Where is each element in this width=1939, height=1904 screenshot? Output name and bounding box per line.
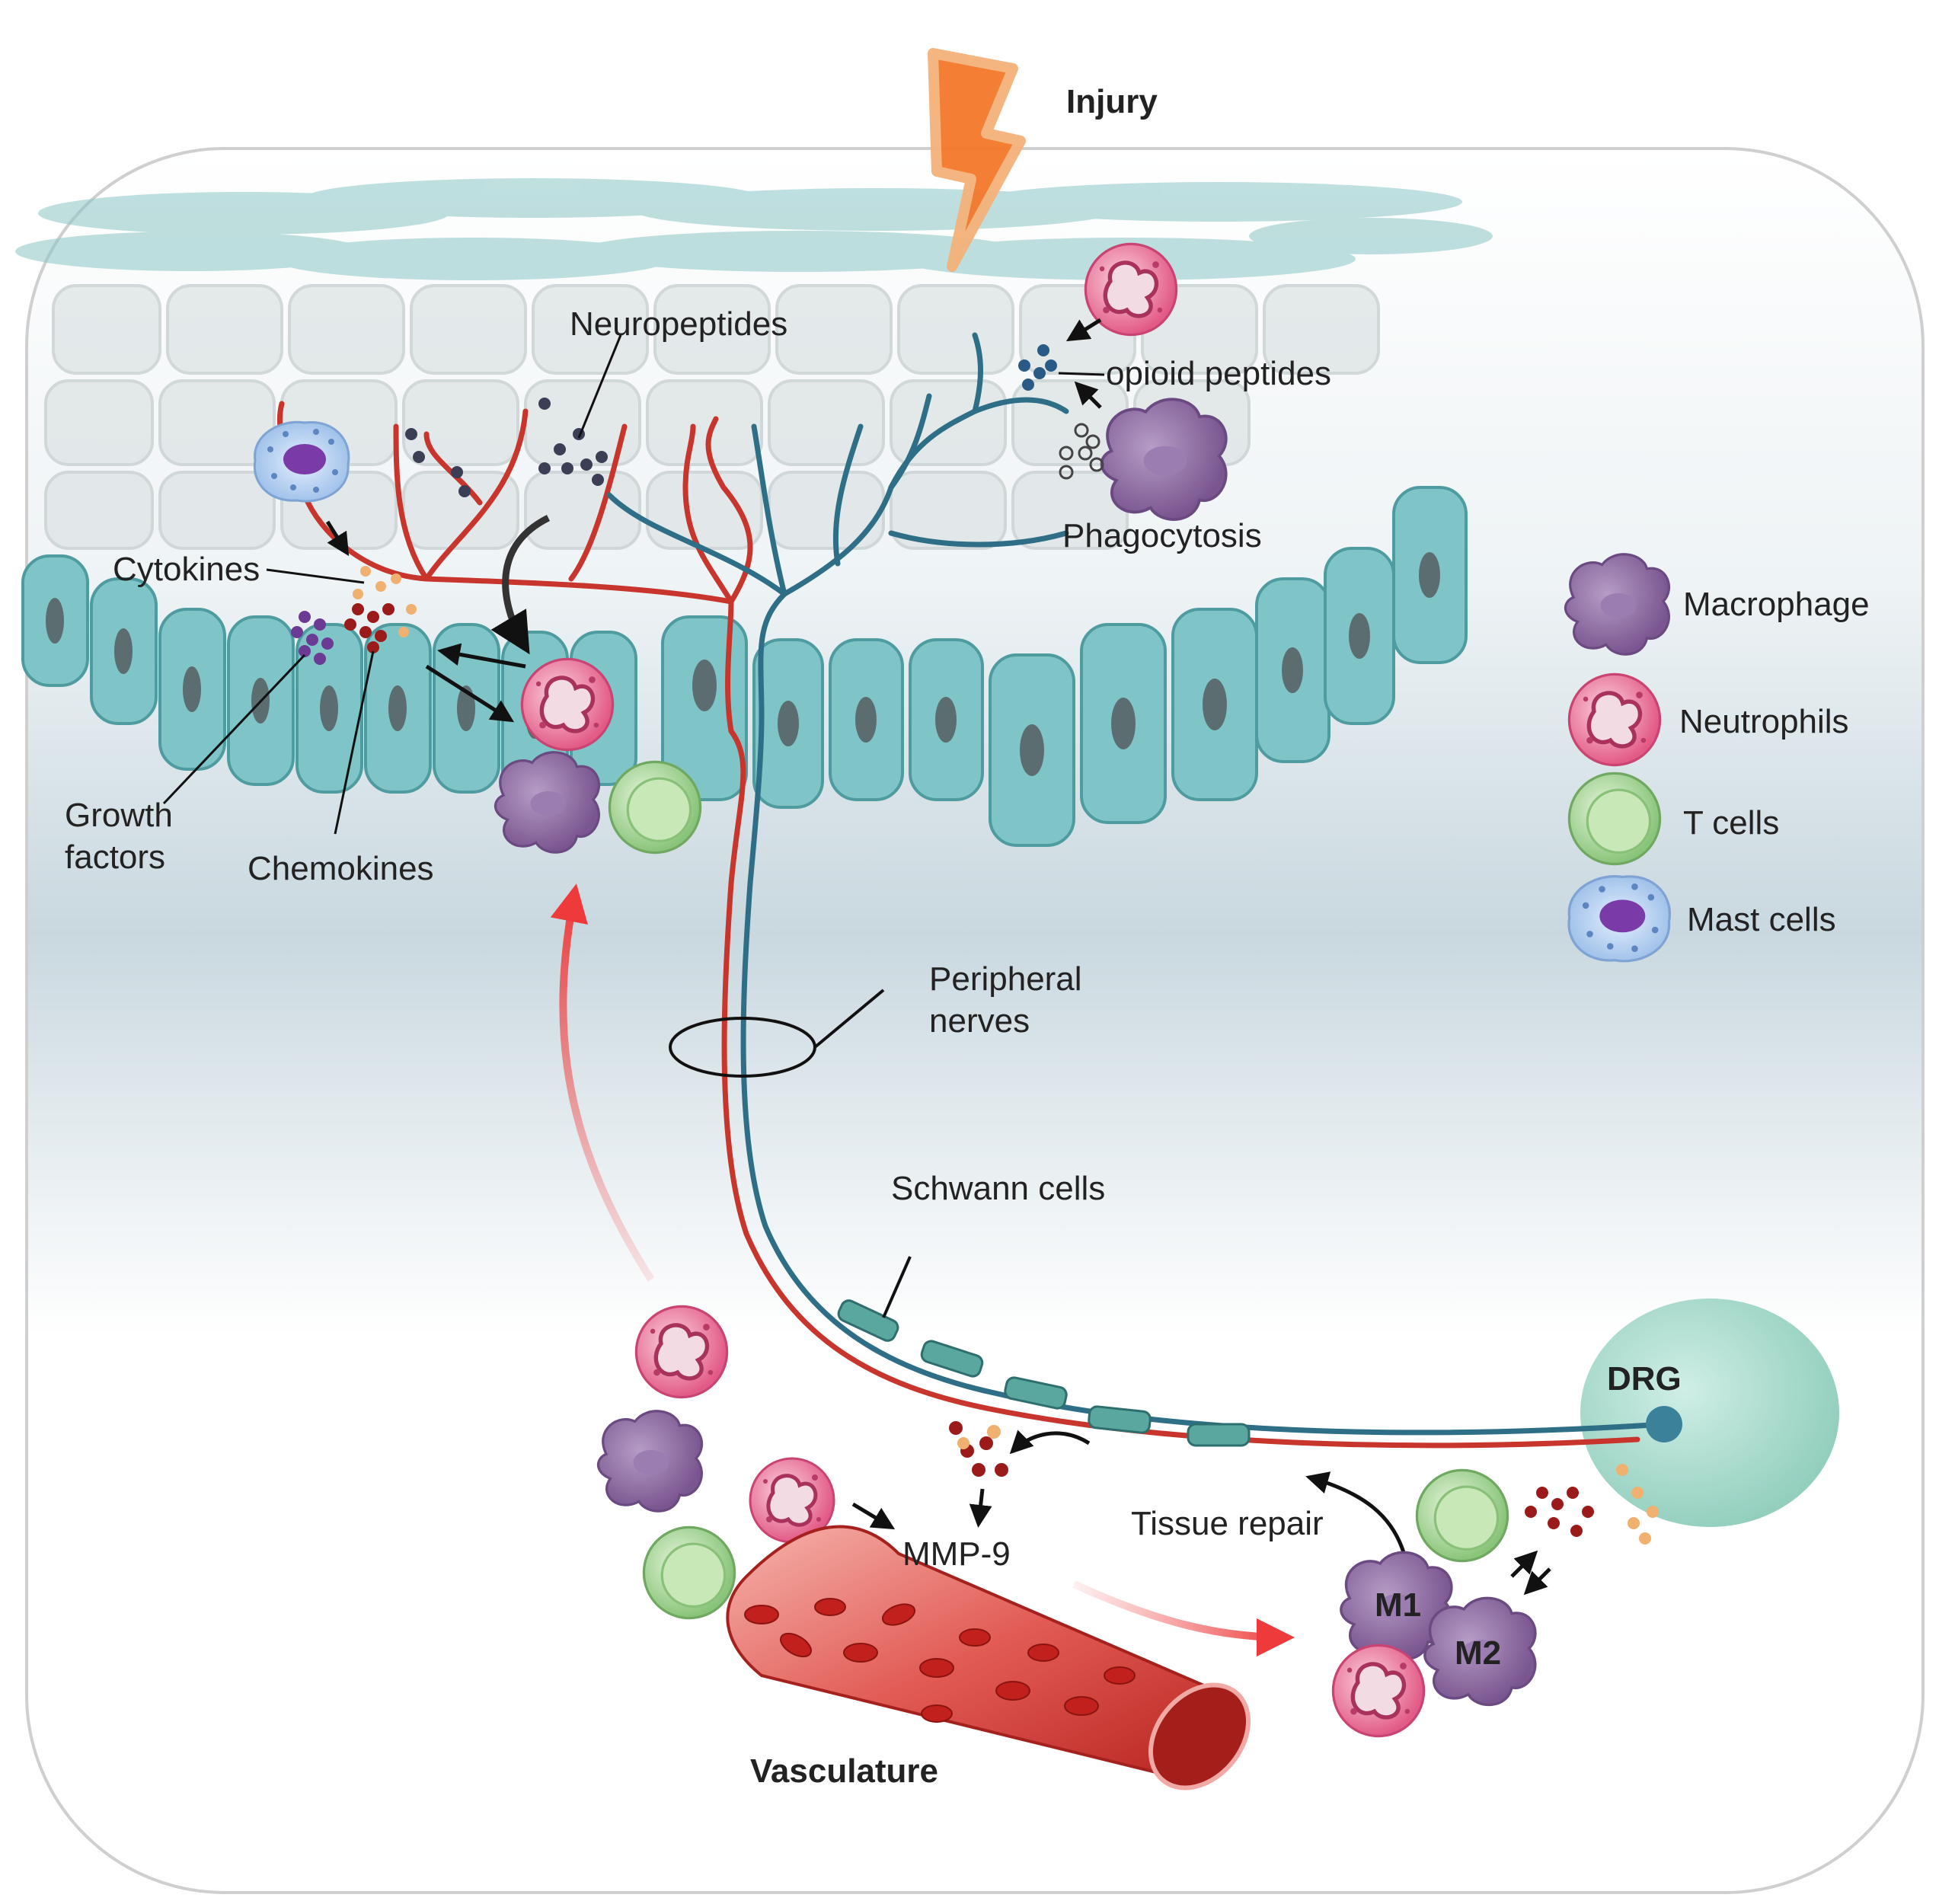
nerve-terminal xyxy=(1646,1406,1682,1442)
schwann-cells-pointer xyxy=(882,1256,912,1318)
recruitment-arrow-right xyxy=(1072,1580,1295,1656)
cytokines-label: Cytokines xyxy=(113,551,260,588)
peripheral-nerves-label-2: nerves xyxy=(929,1002,1030,1040)
exchange-arrow-2 xyxy=(425,664,515,723)
mmp9-dots xyxy=(949,1421,1008,1477)
m2-out-arrow xyxy=(1510,1550,1538,1578)
neuropeptide-arrow xyxy=(490,514,551,655)
legend-macrophage-label: Macrophage xyxy=(1683,586,1870,623)
m1-label: M1 xyxy=(1375,1586,1421,1624)
neutrophil-to-mmp9-arrow xyxy=(851,1502,896,1530)
mmp9-label: MMP-9 xyxy=(902,1535,1011,1573)
macrophage-phagocytosis xyxy=(1100,398,1228,521)
exchange-arrow-1 xyxy=(437,643,526,669)
legend-macrophage-icon xyxy=(1564,553,1671,656)
drg-ganglion xyxy=(1580,1299,1839,1527)
legend-neutrophil-icon xyxy=(1569,674,1659,765)
neuropeptide-dots xyxy=(405,398,608,497)
cytokine-dots xyxy=(291,566,417,665)
drg-signal-dots xyxy=(1525,1464,1659,1545)
peripheral-nerves-label-1: Peripheral xyxy=(929,960,1082,998)
drg-label: DRG xyxy=(1607,1360,1682,1398)
neutrophil-circulating-1 xyxy=(636,1306,727,1397)
phagocytosis-particles xyxy=(1059,423,1104,480)
injury-label: Injury xyxy=(1066,83,1158,120)
legend: Macrophage Neutrophils T cells Mast cell… xyxy=(1564,553,1870,963)
legend-t-cell-icon xyxy=(1567,772,1662,866)
legend-neutrophil-label: Neutrophils xyxy=(1679,703,1849,740)
nerve-to-mmp9-arrow xyxy=(1009,1430,1091,1455)
growth-factors-label-2: factors xyxy=(65,839,165,876)
mast-cell-arrow xyxy=(325,520,350,557)
macrophage-circulating xyxy=(596,1410,704,1513)
opioid-peptide-dots xyxy=(1018,344,1057,391)
neutrophil-epidermis xyxy=(522,659,612,749)
chemokines-pointer xyxy=(334,650,375,835)
peripheral-nerve-pointer xyxy=(813,989,885,1049)
recruitment-arrow-up xyxy=(550,883,655,1282)
schwann-cells-label: Schwann cells xyxy=(891,1170,1105,1207)
legend-mast-cell-label: Mast cells xyxy=(1687,901,1836,938)
neuropeptides-label: Neuropeptides xyxy=(570,305,787,343)
schwann-cells xyxy=(837,1299,1251,1447)
mmp9-down-arrow xyxy=(969,1488,992,1528)
cytokines-pointer xyxy=(266,568,365,584)
mast-cell xyxy=(253,420,350,503)
growth-factors-pointer xyxy=(162,653,306,805)
neutrophil-drg xyxy=(1333,1645,1423,1736)
blood-vessel xyxy=(726,1525,1251,1791)
legend-mast-cell-icon xyxy=(1567,874,1672,963)
tissue-repair-arrow xyxy=(1305,1471,1407,1558)
phagocytosis-label: Phagocytosis xyxy=(1062,517,1262,554)
t-cell-drg xyxy=(1415,1468,1509,1563)
t-cell-circulating xyxy=(642,1525,736,1620)
t-cell-epidermis xyxy=(608,760,702,855)
opioid-peptides-label: opioid peptides xyxy=(1106,355,1331,392)
tissue-repair-label: Tissue repair xyxy=(1131,1505,1324,1542)
macrophage-epidermis xyxy=(494,751,601,854)
m2-label: M2 xyxy=(1455,1634,1501,1672)
m2-in-arrow xyxy=(1523,1567,1551,1596)
vasculature-label: Vasculature xyxy=(750,1752,938,1790)
macrophage-release-arrow xyxy=(1074,381,1102,409)
neutrophil-release-arrow xyxy=(1065,318,1102,342)
chemokines-label: Chemokines xyxy=(248,850,434,887)
opioid-peptides-pointer xyxy=(1058,372,1105,376)
legend-t-cell-label: T cells xyxy=(1683,804,1779,842)
injury-bolt-icon xyxy=(928,48,1026,272)
stratum-corneum xyxy=(15,178,1493,280)
growth-factors-label-1: Growth xyxy=(65,797,173,834)
neuropeptides-pointer xyxy=(577,334,622,439)
